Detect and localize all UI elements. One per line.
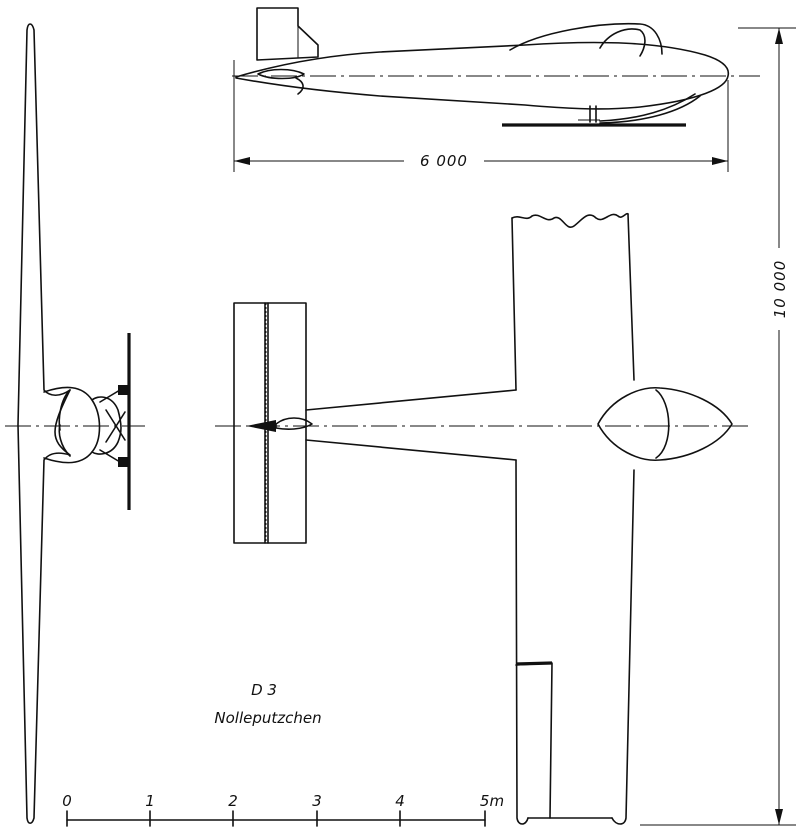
front-view <box>5 23 145 825</box>
scale-bar: 0 1 2 3 4 5m <box>62 792 504 827</box>
scale-label-0: 0 <box>62 792 72 810</box>
plan-view <box>215 212 750 825</box>
scale-label-4: 4 <box>395 792 405 810</box>
scale-label-3: 3 <box>312 792 322 810</box>
span-dimension-label: 10 000 <box>771 260 789 319</box>
aircraft-name-label: Nolleputzchen <box>214 709 321 727</box>
scale-label-1: 1 <box>145 792 155 810</box>
length-dimension-label: 6 000 <box>420 152 468 170</box>
span-dimension: 10 000 <box>640 27 796 826</box>
length-dimension: 6 000 <box>233 60 729 172</box>
title-block: D 3 Nolleputzchen <box>214 681 321 727</box>
scale-label-5: 5m <box>480 792 504 810</box>
designation-label: D 3 <box>251 681 277 699</box>
scale-label-2: 2 <box>228 792 238 810</box>
side-view <box>232 7 760 127</box>
